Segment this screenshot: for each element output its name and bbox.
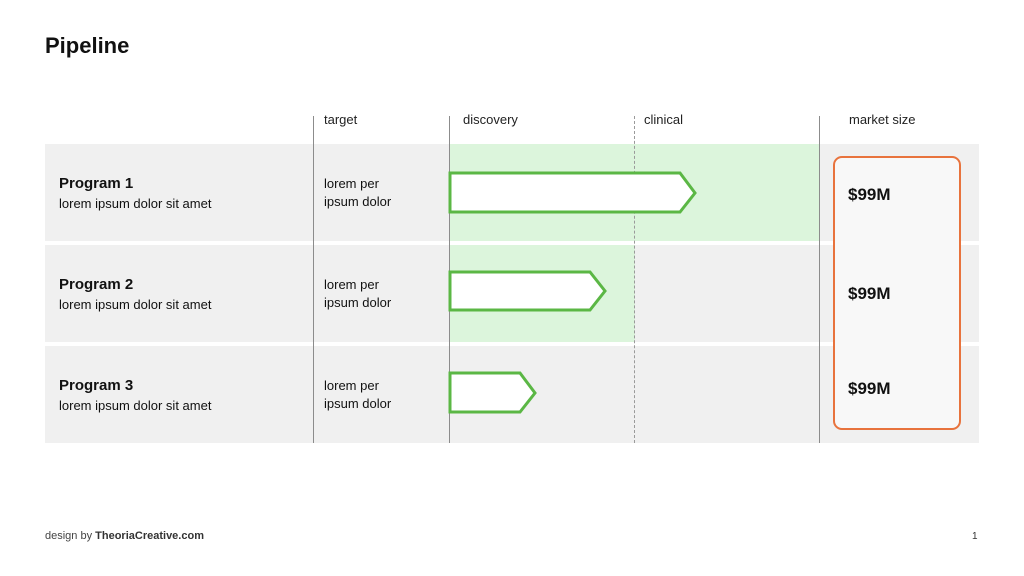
program-target-3: lorem per ipsum dolor xyxy=(324,378,392,411)
market-size-highlight xyxy=(833,156,961,430)
divider-clinical xyxy=(634,116,635,443)
program-description-1: lorem ipsum dolor sit amet xyxy=(59,196,212,211)
program-description-3: lorem ipsum dolor sit amet xyxy=(59,398,212,413)
page-number: 1 xyxy=(972,531,978,542)
page-title: Pipeline xyxy=(45,33,130,58)
program-description-2: lorem ipsum dolor sit amet xyxy=(59,297,212,312)
market-size-3: $99M xyxy=(848,379,891,398)
progress-arrow-3 xyxy=(448,371,537,414)
market-size-1: $99M xyxy=(848,185,891,204)
divider-market xyxy=(819,116,820,443)
footer-brand: TheoriaCreative.com xyxy=(95,530,204,542)
progress-arrow-2 xyxy=(448,270,607,312)
column-header-discovery: discovery xyxy=(463,112,518,127)
column-header-target: target xyxy=(324,112,358,127)
progress-arrow-1 xyxy=(448,171,697,214)
divider-target xyxy=(313,116,314,443)
program-name-3: Program 3 xyxy=(59,377,134,394)
column-header-market-size: market size xyxy=(849,112,916,127)
program-name-2: Program 2 xyxy=(59,276,134,293)
program-name-1: Program 1 xyxy=(59,175,134,192)
footer-credit: design by TheoriaCreative.com xyxy=(45,530,204,542)
program-target-1: lorem per ipsum dolor xyxy=(324,176,392,209)
column-header-clinical: clinical xyxy=(644,112,684,127)
program-target-2: lorem per ipsum dolor xyxy=(324,277,392,310)
market-size-2: $99M xyxy=(848,284,891,303)
